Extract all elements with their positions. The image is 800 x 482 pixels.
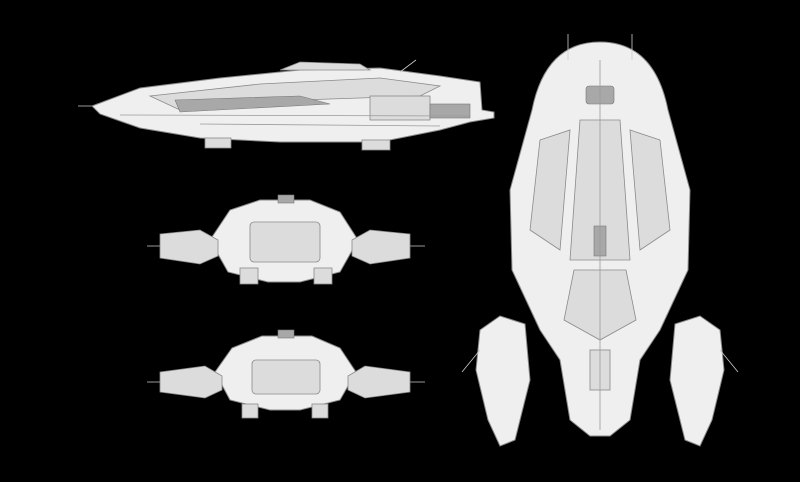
ship-top-view <box>461 34 739 447</box>
ship-rear-view <box>147 329 425 419</box>
ship-side-view <box>78 59 495 151</box>
ship-front-view <box>147 194 425 285</box>
